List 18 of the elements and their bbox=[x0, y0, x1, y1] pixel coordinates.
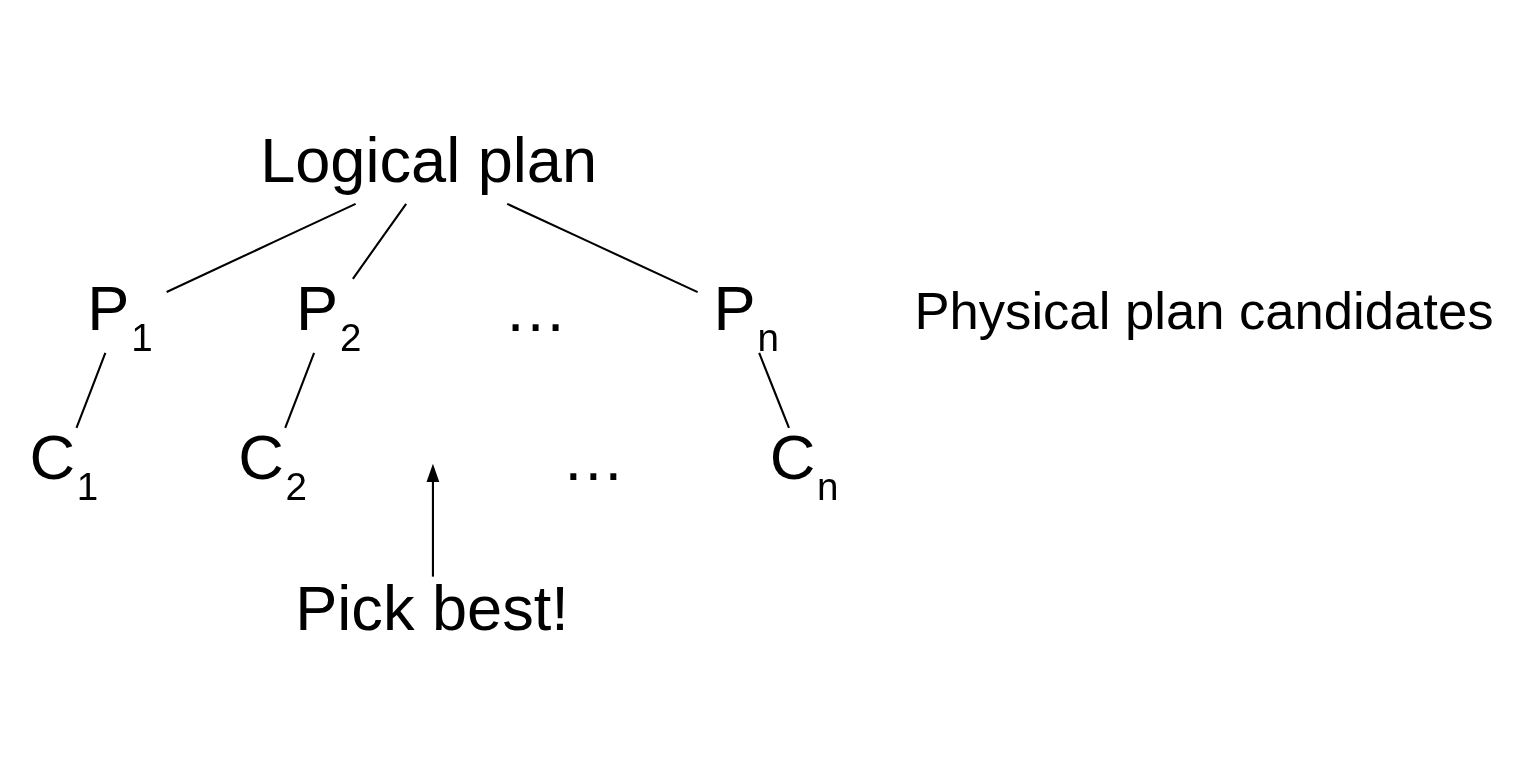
arrow bbox=[426, 463, 440, 577]
connector bbox=[758, 352, 790, 429]
connector bbox=[506, 202, 699, 294]
node-text: C$_{n}$ bbox=[769, 421, 839, 509]
node-text: C$_{1}$ bbox=[29, 421, 99, 509]
label: Physical plan candidates bbox=[914, 281, 1494, 341]
connector bbox=[284, 352, 316, 429]
connector bbox=[166, 202, 357, 293]
node-text: P$_{1}$ bbox=[87, 272, 153, 360]
node-text: P$_{n}$ bbox=[713, 272, 779, 360]
label: … bbox=[561, 423, 625, 494]
connector bbox=[75, 352, 107, 429]
node-text: P$_{2}$ bbox=[296, 272, 362, 360]
node-text: Logical plan bbox=[260, 125, 598, 196]
node-text: Pick best! bbox=[295, 572, 569, 643]
node-text: C$_{2}$ bbox=[238, 421, 308, 509]
label: … bbox=[503, 274, 568, 345]
connector bbox=[352, 203, 407, 280]
